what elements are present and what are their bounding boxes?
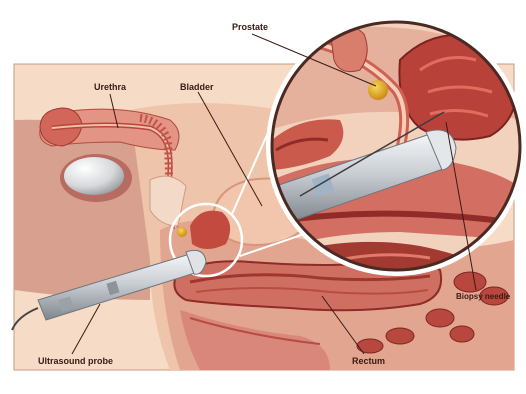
prostate-gland-icon bbox=[368, 80, 388, 100]
label-ultrasound-probe: Ultrasound probe bbox=[38, 356, 113, 366]
label-prostate: Prostate bbox=[232, 22, 268, 32]
label-bladder: Bladder bbox=[180, 82, 214, 92]
label-rectum: Rectum bbox=[352, 356, 385, 366]
label-urethra: Urethra bbox=[94, 82, 126, 92]
label-biopsy-needle: Biopsy needle bbox=[456, 292, 510, 302]
